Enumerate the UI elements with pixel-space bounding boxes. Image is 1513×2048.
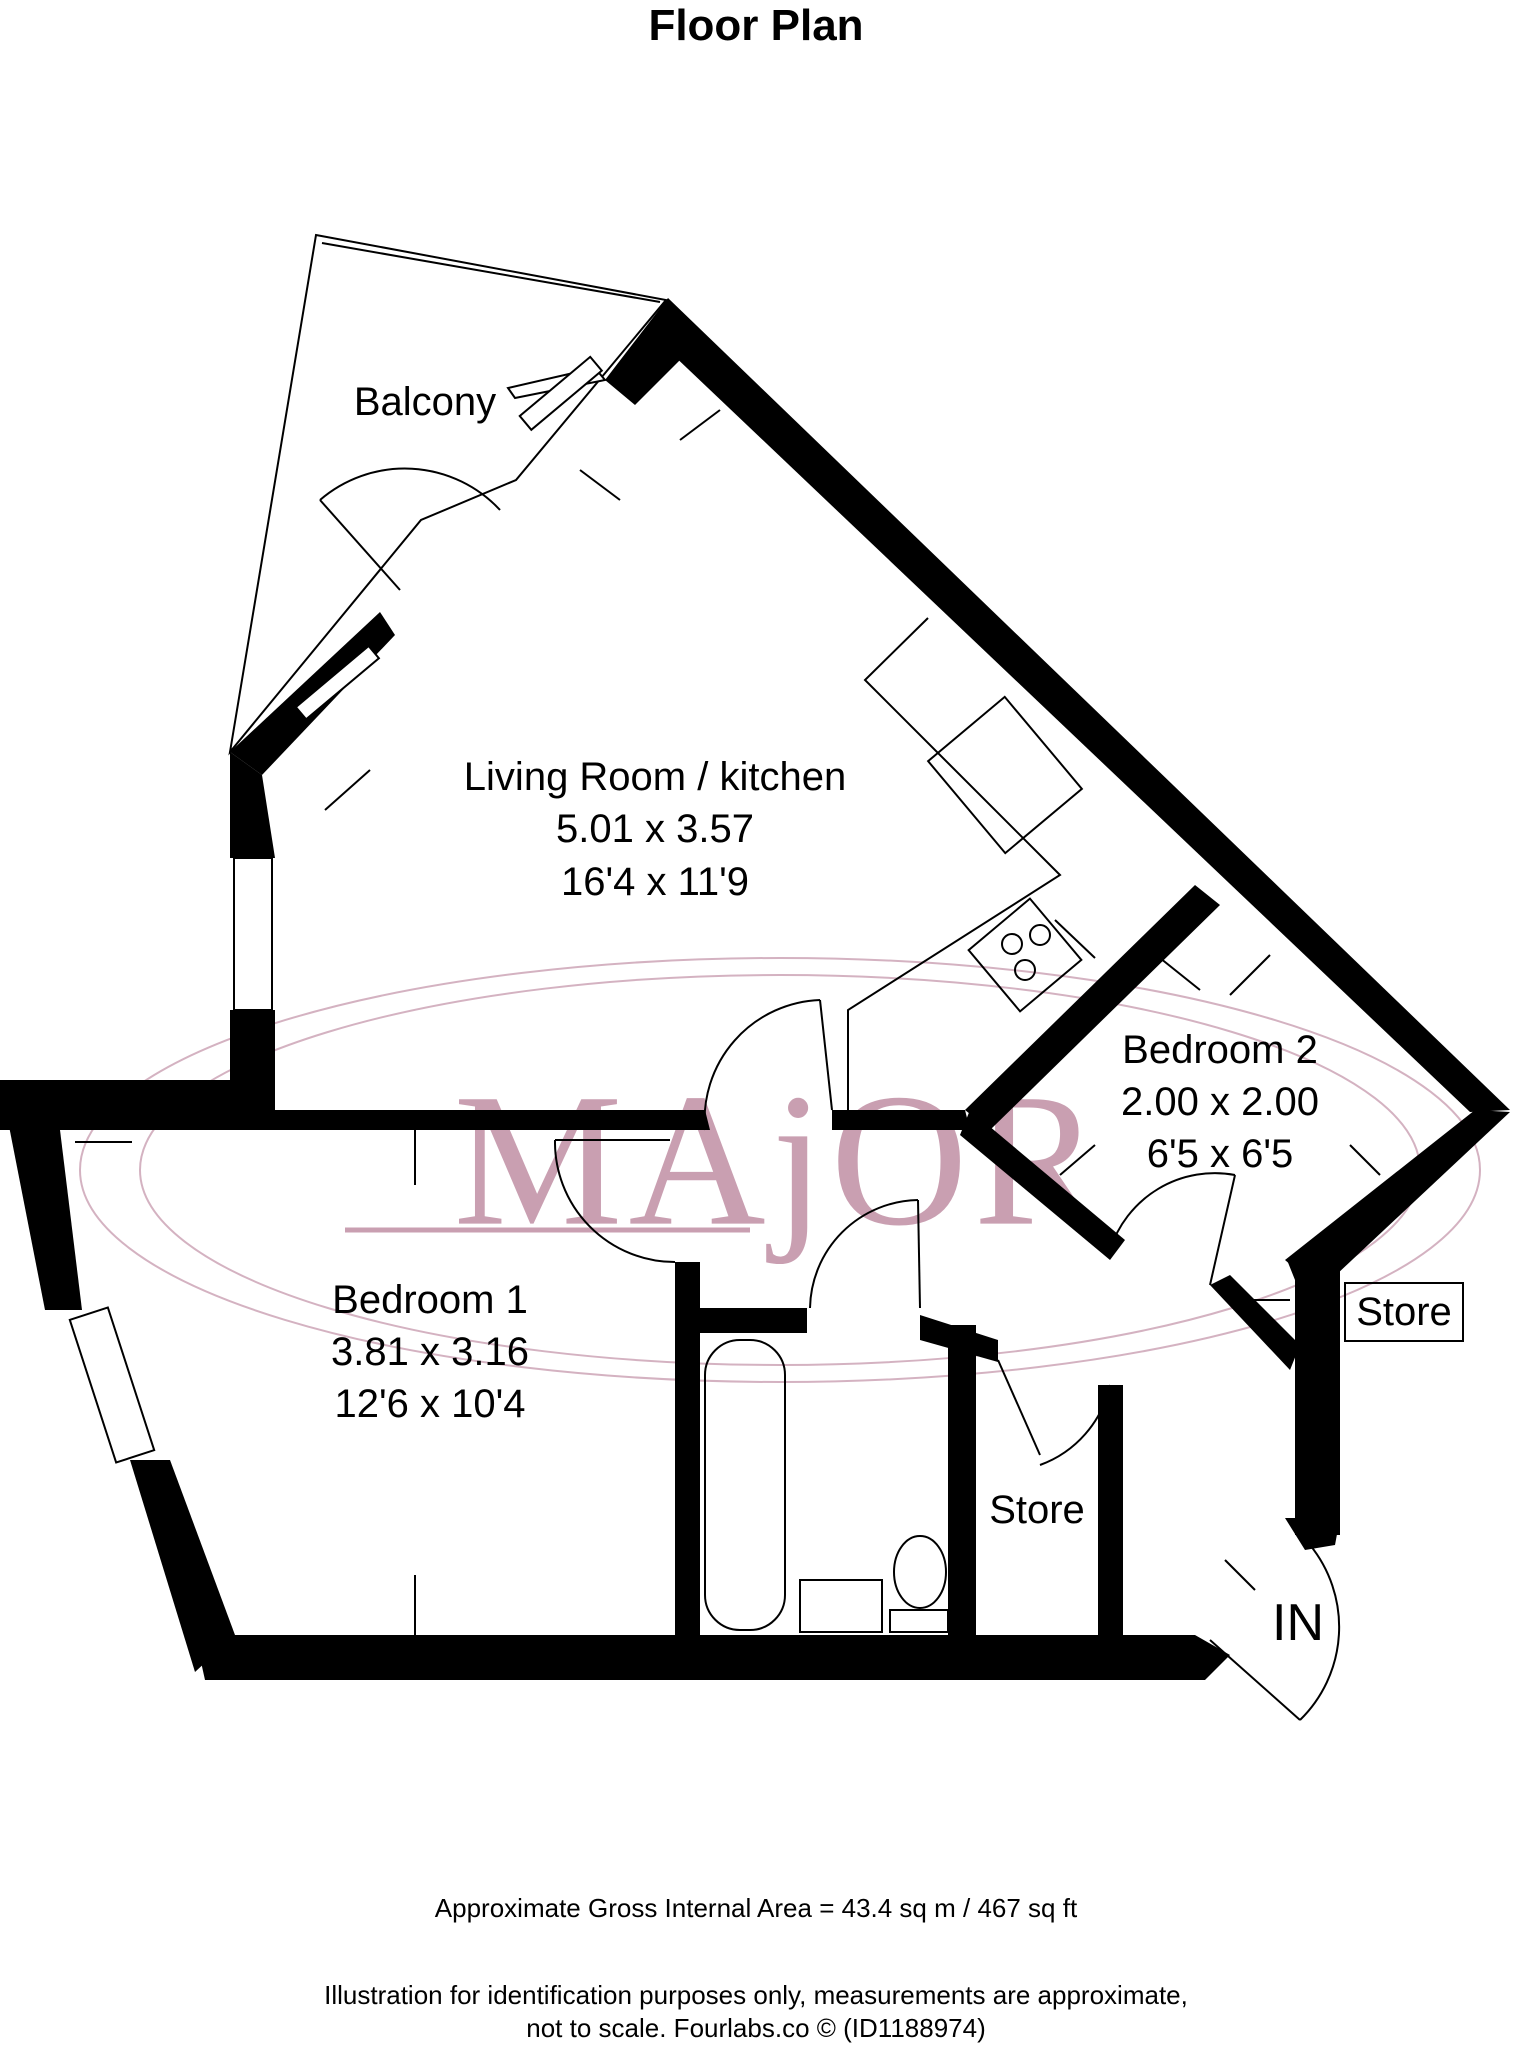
balcony-outline	[228, 233, 668, 756]
bedroom-1-label: Bedroom 1	[332, 1278, 528, 1322]
disclaimer-line-2: not to scale. Fourlabs.co © (ID1188974)	[526, 2013, 985, 2043]
bedroom-2-metric: 2.00 x 2.00	[1121, 1080, 1319, 1124]
store-right-box	[1344, 1282, 1464, 1342]
kitchen-counter	[847, 617, 1084, 1110]
living-room-imperial: 16'4 x 11'9	[561, 860, 749, 904]
windows	[68, 355, 607, 1464]
disclaimer-line-1: Illustration for identification purposes…	[324, 1980, 1188, 2010]
store-hall-label: Store	[989, 1488, 1085, 1532]
doors	[319, 467, 1341, 1721]
dimension-arrows	[75, 409, 1381, 1635]
page-title: Floor Plan	[648, 1, 863, 50]
bedroom-2-label: Bedroom 2	[1122, 1028, 1318, 1072]
store-right-label: Store	[1356, 1290, 1452, 1334]
bedroom-1-imperial: 12'6 x 10'4	[335, 1382, 526, 1426]
living-room-metric: 5.01 x 3.57	[556, 807, 754, 851]
walls	[0, 298, 1510, 1680]
bathroom-fixtures	[704, 1339, 949, 1633]
living-room-label: Living Room / kitchen	[464, 755, 846, 799]
area-note: Approximate Gross Internal Area = 43.4 s…	[435, 1893, 1078, 1923]
bedroom-1-metric: 3.81 x 3.16	[331, 1330, 529, 1374]
entrance-label: IN	[1272, 1594, 1324, 1652]
balcony-label: Balcony	[354, 380, 496, 424]
bedroom-2-imperial: 6'5 x 6'5	[1147, 1132, 1293, 1176]
